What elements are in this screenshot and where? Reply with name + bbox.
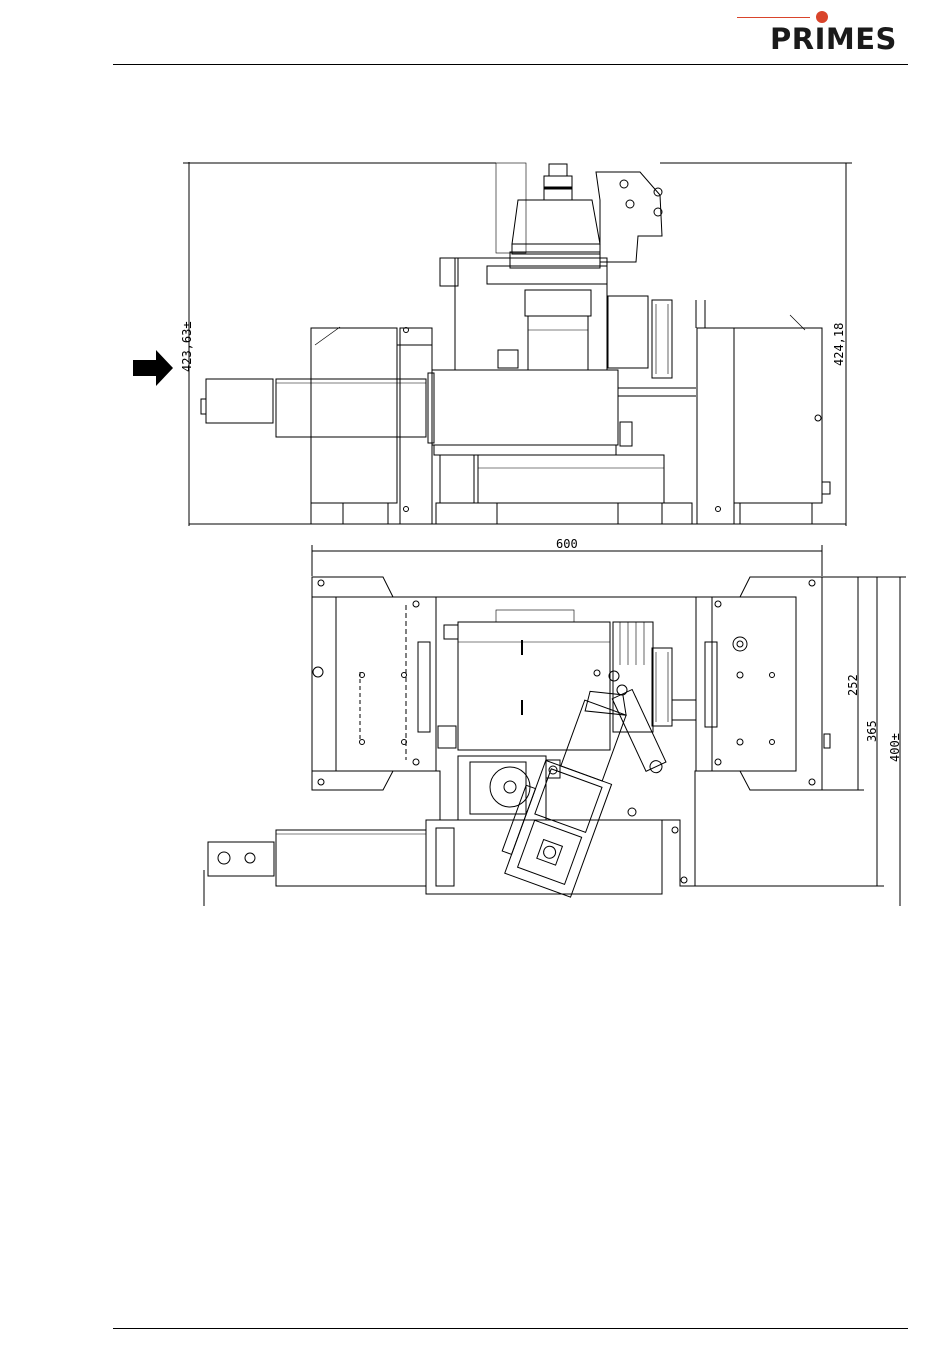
dim-height-right: 424,18	[832, 323, 846, 366]
front-view	[183, 162, 852, 526]
top-view	[204, 545, 906, 906]
dim-depth-c: 400±	[888, 733, 902, 762]
dim-height-left: 423,63±	[180, 321, 194, 372]
dim-depth-b: 365	[865, 720, 879, 742]
footer-rule	[113, 1328, 908, 1329]
right-arrow-icon	[133, 350, 173, 386]
dim-width: 600	[556, 537, 578, 551]
dim-depth-a: 252	[846, 674, 860, 696]
